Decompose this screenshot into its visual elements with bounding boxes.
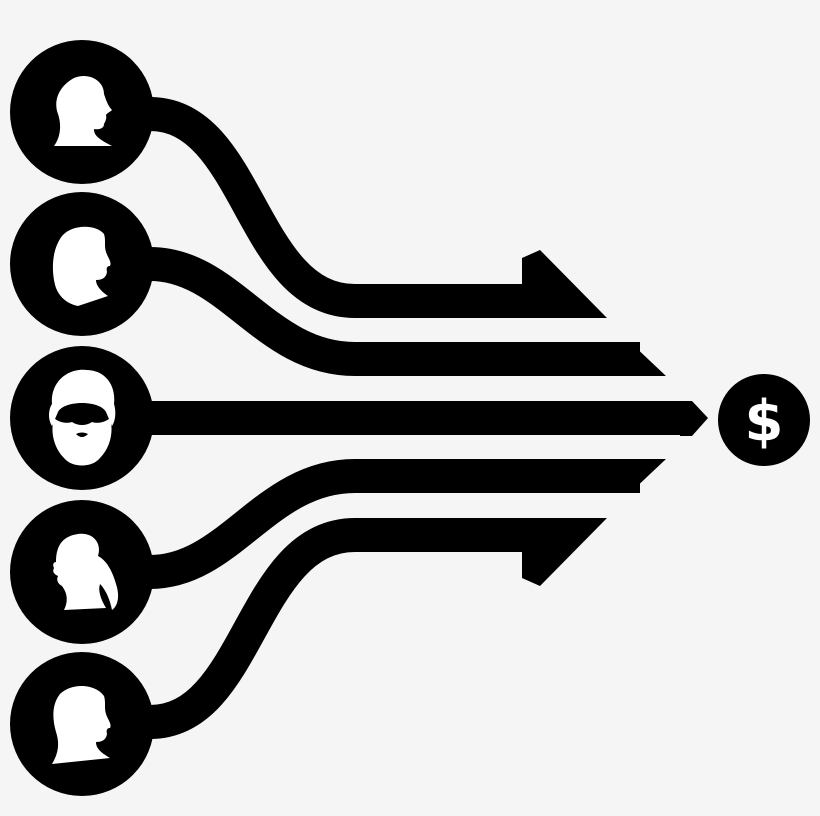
bearded-man-icon (49, 369, 116, 466)
person-5 (10, 652, 154, 796)
arrow-head-1 (522, 250, 607, 318)
flow-arrow-5 (148, 518, 545, 739)
person-circles (10, 40, 154, 796)
arrow-heads (522, 250, 708, 586)
woman-ponytail-icon (53, 533, 119, 610)
man-profile-icon (52, 685, 111, 764)
person-3 (10, 346, 154, 490)
money-target: $ (718, 374, 810, 466)
flow-arrow-2 (149, 247, 640, 376)
person-2 (10, 192, 154, 336)
flow-arrow-4 (149, 459, 640, 589)
arrow-head-2 (620, 342, 666, 376)
flow-arrows (148, 97, 690, 739)
person-3-circle (10, 346, 154, 490)
person-1 (10, 40, 154, 184)
money-target-circle (718, 374, 810, 466)
person-4 (10, 500, 154, 644)
man-profile-icon (54, 75, 112, 146)
arrow-head-4 (620, 459, 666, 493)
flow-arrow-1 (148, 97, 545, 318)
dollar-sign-icon: $ (745, 389, 784, 454)
arrow-head-3 (680, 401, 708, 436)
arrow-head-5 (522, 518, 607, 586)
man-profile-icon (52, 226, 111, 306)
